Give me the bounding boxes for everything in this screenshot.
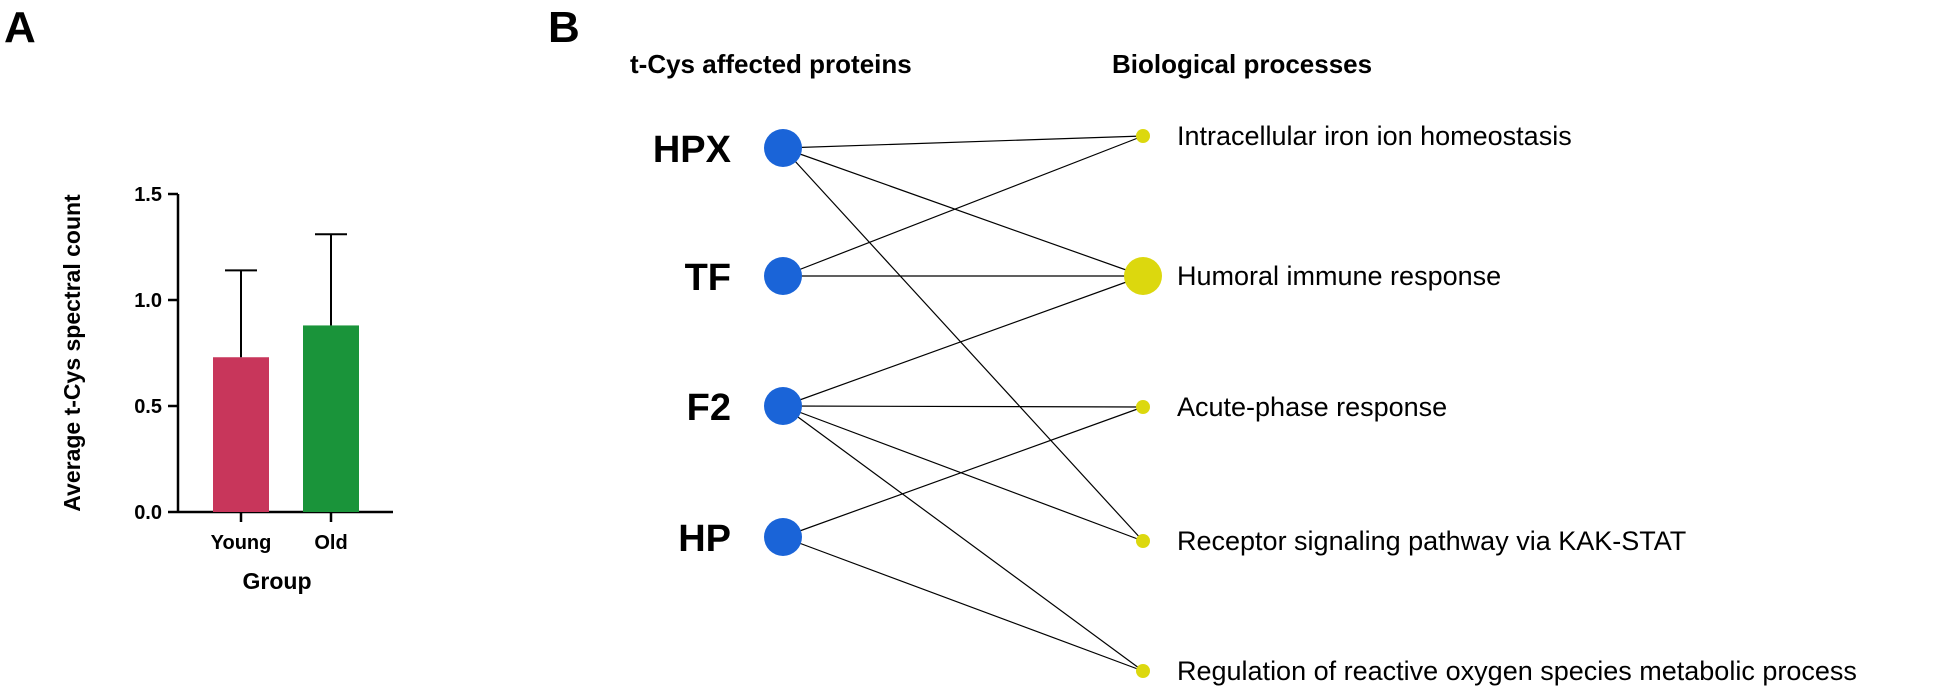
edge-f2-to-process-2 [782, 275, 1144, 407]
bar-old [303, 325, 359, 512]
y-axis-title: Average t-Cys spectral count [59, 194, 85, 512]
protein-node-tf [764, 257, 802, 295]
bar-chart: 0.0 0.5 1.0 1.5 Young Old Group Average t-Cy… [59, 184, 393, 594]
y-tick-label: 1.0 [134, 290, 162, 312]
protein-node-hp [764, 518, 802, 556]
protein-label-tf: TF [685, 257, 731, 299]
protein-label-hpx: HPX [653, 129, 732, 171]
edges [782, 135, 1144, 672]
bars: Young Old [211, 233, 359, 554]
y-tick-label: 1.5 [134, 184, 162, 206]
process-node-1 [1136, 129, 1150, 143]
process-nodes: Intracellular iron ion homeostasisHumora… [1124, 121, 1857, 686]
edge-f2-to-process-5 [782, 405, 1144, 672]
process-label-5: Regulation of reactive oxygen species me… [1177, 656, 1857, 686]
edge-f2-to-process-3 [782, 405, 1144, 408]
panel-a-label: A [4, 3, 36, 52]
edge-hp-to-process-5 [782, 536, 1144, 672]
left-column-header: t-Cys affected proteins [630, 49, 912, 79]
y-tick-label: 0.5 [134, 396, 162, 418]
bar-young [213, 357, 269, 512]
process-node-3 [1136, 400, 1150, 414]
process-node-5 [1136, 664, 1150, 678]
process-label-4: Receptor signaling pathway via KAK-STAT [1177, 526, 1686, 556]
process-label-3: Acute-phase response [1177, 392, 1447, 422]
y-tick-label: 0.0 [134, 502, 162, 524]
y-ticks: 0.0 0.5 1.0 1.5 [134, 184, 178, 524]
edge-hpx-to-process-4 [782, 147, 1144, 542]
protein-node-hpx [764, 129, 802, 167]
process-node-2 [1124, 257, 1162, 295]
edge-hp-to-process-3 [782, 406, 1144, 538]
edge-hpx-to-process-2 [782, 147, 1144, 277]
panel-b-label: B [548, 3, 580, 52]
edge-hpx-to-process-1 [782, 135, 1144, 149]
process-node-4 [1136, 534, 1150, 548]
x-tick-label: Young [211, 532, 272, 554]
protein-process-network: t-Cys affected proteins Biological proce… [630, 49, 1857, 686]
x-tick-label: Old [314, 532, 347, 554]
edge-f2-to-process-4 [782, 405, 1144, 542]
protein-node-f2 [764, 387, 802, 425]
edge-tf-to-process-1 [782, 135, 1144, 277]
protein-label-f2: F2 [687, 387, 731, 429]
protein-label-hp: HP [678, 518, 731, 560]
right-column-header: Biological processes [1112, 49, 1372, 79]
process-label-1: Intracellular iron ion homeostasis [1177, 121, 1572, 151]
process-label-2: Humoral immune response [1177, 261, 1501, 291]
x-axis-title: Group [243, 568, 312, 594]
